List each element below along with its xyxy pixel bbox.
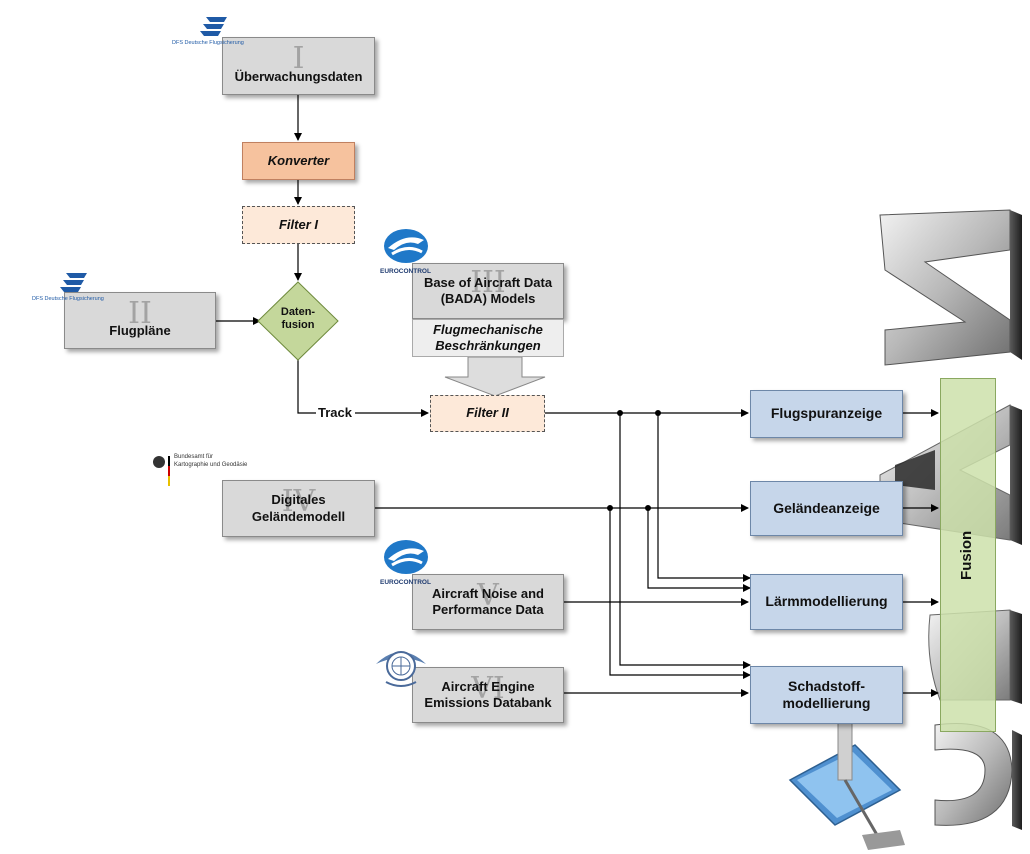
dfs-swoosh-icon <box>200 17 227 36</box>
dfs-logo-text: DFS Deutsche Flugsicherung <box>172 40 244 46</box>
digit-3-shape <box>934 723 1022 830</box>
source-ueberwachungsdaten: I Überwachungsdaten <box>222 37 375 95</box>
eurocontrol-logo: EUROCONTROL <box>378 226 438 278</box>
source-label-line1: Digitales <box>271 492 326 508</box>
filter-2-box: Filter II <box>430 395 545 432</box>
bkg-logo: Bundesamt für Kartographie und Geodäsie <box>150 452 290 492</box>
bkg-eagle-icon <box>153 456 170 486</box>
roman-numeral: IV <box>281 484 316 519</box>
source-label: Base of Aircraft Data (BADA) Models <box>423 274 553 306</box>
roman-numeral: II <box>128 296 152 331</box>
letter-m-shape <box>879 209 1022 366</box>
source-gelaendemodell: IV Digitales Geländemodell <box>222 480 375 537</box>
eurocontrol-emblem-icon <box>384 229 428 263</box>
source-label-line1: Aircraft Engine <box>441 678 535 694</box>
constraints-label-line2: Beschränkungen <box>435 338 541 353</box>
source-label: Überwachungsdaten <box>234 68 363 84</box>
constraints-box: Flugmechanische Beschränkungen <box>412 319 564 357</box>
output-gelaendeanzeige: Geländeanzeige <box>750 481 903 536</box>
output-label-line2: modellierung <box>782 695 871 711</box>
konverter-box: Konverter <box>242 142 355 180</box>
dfs-logo: DFS Deutsche Flugsicherung <box>172 14 252 50</box>
eurocontrol-logo-text: EUROCONTROL <box>380 579 431 586</box>
roman-numeral: VI <box>471 671 505 706</box>
eurocontrol-logo: EUROCONTROL <box>378 537 438 589</box>
fusion-bar: Fusion <box>940 378 996 732</box>
source-noise-performance: V Aircraft Noise and Performance Data <box>412 574 564 630</box>
output-laermmodellierung: Lärmmodellierung <box>750 574 903 630</box>
bkg-logo-text-line2: Kartographie und Geodäsie <box>174 461 248 468</box>
source-label-line2: Performance Data <box>432 602 544 617</box>
source-flugplaene: II Flugpläne <box>64 292 216 349</box>
filter-1-box: Filter I <box>242 206 355 244</box>
bkg-logo-text: Bundesamt für Kartographie und Geodäsie <box>174 454 247 470</box>
filter-1-label: Filter I <box>278 216 318 232</box>
source-label-line1: Aircraft Noise and <box>432 585 544 601</box>
konverter-label: Konverter <box>267 152 330 168</box>
dfs-logo-text: DFS Deutsche Flugsicherung <box>32 296 104 302</box>
source-label-line2: Geländemodell <box>251 508 346 524</box>
constraints-label-line1: Flugmechanische <box>433 321 543 337</box>
output-label-line1: Schadstoff- <box>788 677 865 694</box>
output-schadstoffmodellierung: Schadstoff- modellierung <box>750 666 903 724</box>
source-label-line2: Emissions Databank <box>424 695 552 710</box>
output-label: Geländeanzeige <box>773 499 880 516</box>
source-bada: III Base of Aircraft Data (BADA) Models <box>412 263 564 319</box>
track-label: Track <box>318 405 352 420</box>
icao-logo <box>372 638 430 693</box>
eurocontrol-logo-text: EUROCONTROL <box>380 268 431 275</box>
fusion-label: Fusion <box>958 530 976 580</box>
roman-numeral: III <box>470 265 506 300</box>
dfs-swoosh-icon <box>60 273 87 292</box>
eurocontrol-emblem-icon <box>384 540 428 574</box>
source-engine-emissions: VI Aircraft Engine Emissions Databank <box>412 667 564 723</box>
datenfusion-label-line1: Daten- <box>280 306 316 318</box>
datenfusion-label-line2: fusion <box>281 319 315 332</box>
datenfusion-label: Daten- fusion <box>258 306 338 332</box>
output-label: Flugspuranzeige <box>770 405 883 422</box>
source-label: Flugpläne <box>109 323 171 339</box>
output-label: Lärmmodellierung <box>765 593 888 610</box>
dfs-logo: DFS Deutsche Flugsicherung <box>32 270 112 306</box>
filter-2-label: Filter II <box>466 405 509 421</box>
bkg-logo-text-line1: Bundesamt für <box>174 454 214 460</box>
icao-emblem-icon <box>376 651 426 687</box>
output-flugspuranzeige: Flugspuranzeige <box>750 390 903 438</box>
roman-numeral: I <box>292 41 305 76</box>
roman-numeral: V <box>477 578 499 613</box>
